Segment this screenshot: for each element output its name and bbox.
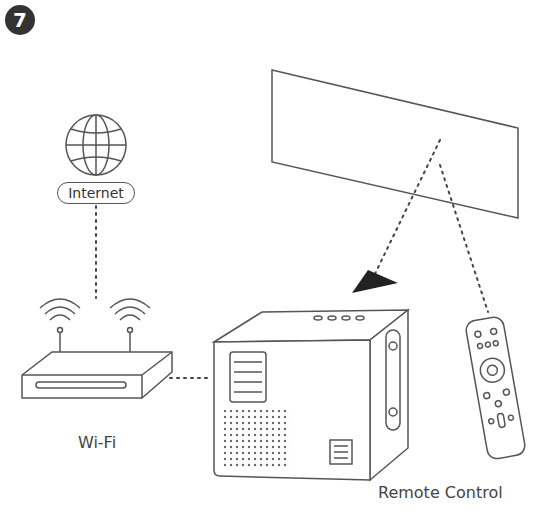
node-label: Internet <box>68 185 124 201</box>
dotted-connector <box>96 206 97 298</box>
callout-number: 7 <box>5 5 35 35</box>
projection-screen <box>272 70 518 218</box>
projection-beam <box>372 140 440 280</box>
remote-icon <box>465 316 527 460</box>
remote-control: Remote Control <box>378 312 544 502</box>
wifi-router: Wi-Fi <box>18 296 176 452</box>
internet-pill: Internet <box>57 182 135 204</box>
router-icon <box>22 299 172 398</box>
projector-icon <box>214 310 408 480</box>
dotted-link <box>170 377 210 379</box>
globe-icon <box>66 115 126 175</box>
remote-signal <box>440 165 488 312</box>
node-label: Remote Control <box>378 483 503 502</box>
callout-circle <box>5 5 35 35</box>
node-label: Wi-Fi <box>78 433 116 452</box>
beam-arrowhead <box>352 270 398 293</box>
